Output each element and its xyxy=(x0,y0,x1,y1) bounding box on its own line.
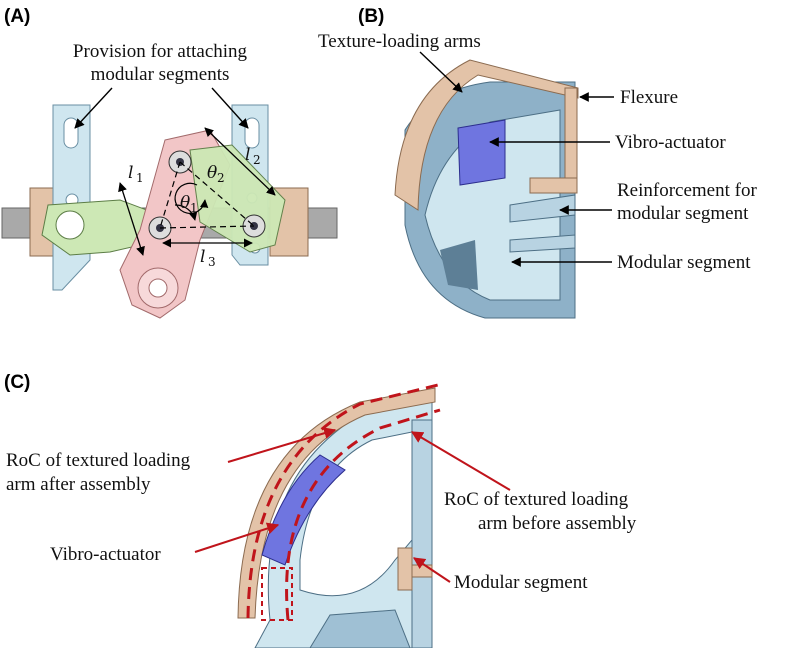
dash-link-3 xyxy=(159,225,255,229)
provision-label-line1: Provision for attaching xyxy=(73,41,248,62)
reinforcement-rib xyxy=(509,194,576,223)
c-flexure xyxy=(397,547,413,591)
symbol-l1-sub: 1 xyxy=(136,171,144,185)
left-bracket-slot xyxy=(63,117,79,149)
dash-link-2 xyxy=(179,161,255,227)
roc-after-label-line2: arm after assembly xyxy=(6,474,151,495)
roc-after-label-line1: RoC of textured loading xyxy=(6,450,191,471)
panel-c-label: (C) xyxy=(4,372,30,393)
left-green-link-hole xyxy=(55,210,85,240)
pink-lower-hole xyxy=(148,278,168,298)
roc-before-label-line1: RoC of textured loading xyxy=(444,489,629,510)
flexure-strip xyxy=(564,87,578,194)
panel-a: (A) xyxy=(1,6,338,319)
roc-before-curve xyxy=(285,408,441,621)
dim-l1 xyxy=(118,182,145,256)
roc-bracket xyxy=(261,567,293,621)
flexure-foot xyxy=(529,177,578,194)
symbol-theta1: θ xyxy=(180,193,190,213)
arrow-modular-c xyxy=(413,557,451,583)
symbol-l3: l xyxy=(200,247,205,267)
panel-b: (B) Texture-loading arms Flexure Vibro-a… xyxy=(318,6,757,319)
arrow-roc-after xyxy=(227,427,337,463)
roc-after-curve xyxy=(246,383,439,619)
right-bracket-slot xyxy=(244,117,260,149)
arrow-roc-before xyxy=(410,431,511,491)
dim-l2 xyxy=(204,127,276,196)
panel-a-label: (A) xyxy=(4,6,30,27)
arrow-texture-arms xyxy=(419,51,463,93)
panel-c: (C) RoC of textured loading arm after as… xyxy=(4,372,637,648)
texture-arms-label: Texture-loading arms xyxy=(318,31,481,52)
modular-window xyxy=(440,240,478,290)
modular-label-b: Modular segment xyxy=(617,252,751,273)
lower-rib xyxy=(509,234,576,253)
arrow-vibro-c xyxy=(194,522,280,553)
c-frame-spine xyxy=(411,419,433,648)
roc-before-label-line2: arm before assembly xyxy=(478,513,637,534)
flexure-label: Flexure xyxy=(620,87,678,108)
vibro-label-b: Vibro-actuator xyxy=(615,132,726,153)
reinforcement-label-line2: modular segment xyxy=(617,203,749,224)
angle-theta2-arc xyxy=(174,182,209,214)
symbol-l3-sub: 3 xyxy=(208,255,216,269)
c-actuator xyxy=(261,454,346,566)
provision-arrow-right xyxy=(211,87,249,129)
c-frame-base xyxy=(309,609,411,648)
dash-link-1 xyxy=(159,161,181,229)
symbol-l2: l xyxy=(245,145,250,165)
vibro-actuator-block xyxy=(457,119,506,186)
c-texture-arm xyxy=(237,387,436,619)
modular-label-c: Modular segment xyxy=(454,572,588,593)
provision-label-line2: modular segments xyxy=(91,64,230,85)
reinforcement-label-line1: Reinforcement for xyxy=(617,180,757,201)
symbol-l1: l xyxy=(128,163,133,183)
provision-arrow-left xyxy=(74,87,113,129)
vibro-label-c: Vibro-actuator xyxy=(50,544,161,565)
panel-b-label: (B) xyxy=(358,6,384,27)
texture-arm xyxy=(394,59,579,211)
symbol-l2-sub: 2 xyxy=(253,153,261,167)
symbol-theta2: θ xyxy=(207,163,217,183)
symbol-theta1-sub: 1 xyxy=(190,201,198,215)
symbol-theta2-sub: 2 xyxy=(217,171,225,185)
